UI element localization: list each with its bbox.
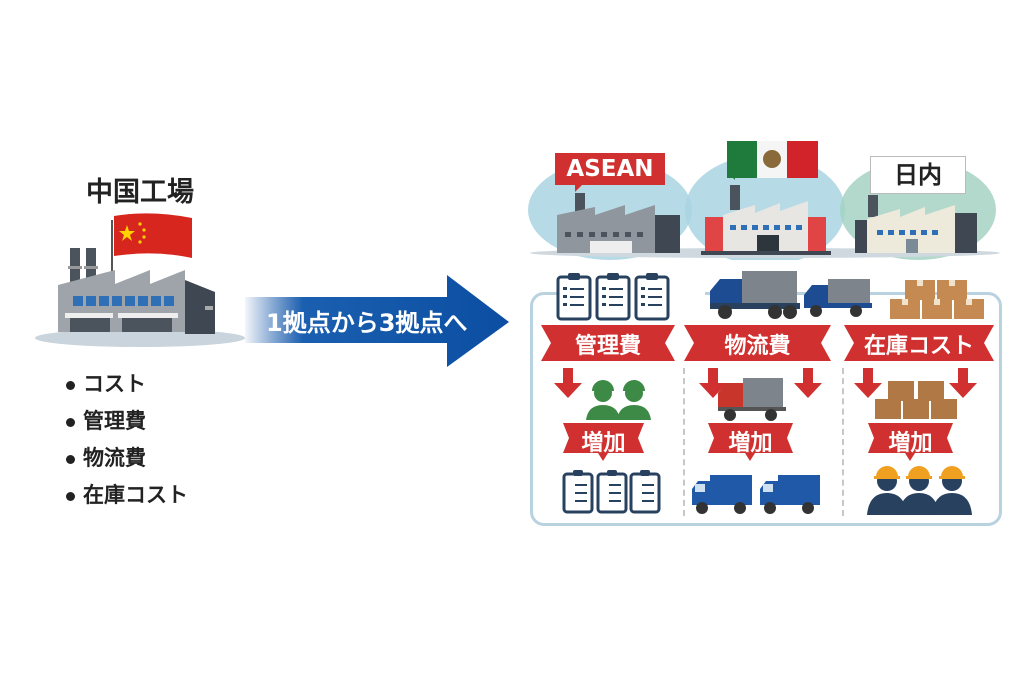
ribbon-shape [708, 423, 793, 461]
truck-icon [804, 279, 872, 317]
clipboard-icon [629, 468, 661, 514]
three-sites-illustration [528, 141, 1000, 260]
category-label: 管理費 [574, 334, 641, 359]
clipboard-icon [595, 271, 631, 321]
truck-icon [692, 475, 752, 514]
china-flag-icon [111, 213, 192, 280]
arrow-down-icon [854, 368, 882, 398]
clipboard-icon [596, 468, 628, 514]
category-label: 物流費 [724, 334, 791, 359]
clipboard-icon [562, 468, 594, 514]
arrow-down-icon [554, 368, 582, 398]
mexico-flag-icon [727, 141, 818, 180]
truck-icon [710, 271, 800, 319]
japan-factory-icon [855, 195, 977, 253]
column-divider [842, 368, 844, 516]
ribbon-shape [868, 423, 953, 461]
asean-factory-icon [557, 193, 680, 253]
ribbon-shape [684, 325, 831, 361]
expansion-arrow [245, 275, 509, 367]
effect-label: 増加 [888, 431, 933, 456]
asean-label: ASEAN [555, 153, 665, 185]
effect-label: 増加 [728, 431, 773, 456]
ribbon-shape [541, 325, 675, 361]
japan-label: 日内 [870, 156, 966, 194]
truck-icon [760, 475, 820, 514]
boxes-icon [875, 381, 957, 419]
bullet-item: 物流費 [66, 440, 188, 477]
helmet-worker-icon [899, 466, 939, 515]
ribbons-and-arrows [541, 325, 994, 461]
arrow-down-icon [949, 368, 977, 398]
bullet-item: コスト [66, 366, 188, 403]
mexico-factory-icon [701, 185, 831, 255]
top-icons-row [556, 270, 984, 321]
column-divider [683, 368, 685, 516]
clipboard-icon [556, 271, 592, 321]
arrow-down-icon [794, 368, 822, 398]
bullet-item: 管理費 [66, 403, 188, 440]
ribbon-shape [563, 423, 644, 461]
clipboard-icon [634, 271, 670, 321]
effect-label: 増加 [581, 431, 626, 456]
china-factory-title: 中国工場 [86, 177, 194, 208]
workers-icon [586, 380, 651, 420]
china-factory-illustration [35, 213, 245, 347]
cost-bullet-list: コスト 管理費 物流費 在庫コスト [66, 366, 188, 514]
arrow-label: 1拠点から3拠点へ [266, 309, 468, 337]
boxes-icon [890, 280, 984, 319]
red-truck-icon [718, 378, 786, 421]
asean-label-pointer [575, 184, 583, 192]
ribbon-shape [844, 325, 994, 361]
helmet-worker-icon [932, 466, 972, 515]
category-label: 在庫コスト [863, 334, 974, 359]
bullet-item: 在庫コスト [66, 477, 188, 514]
bottom-icons-row [562, 466, 972, 515]
